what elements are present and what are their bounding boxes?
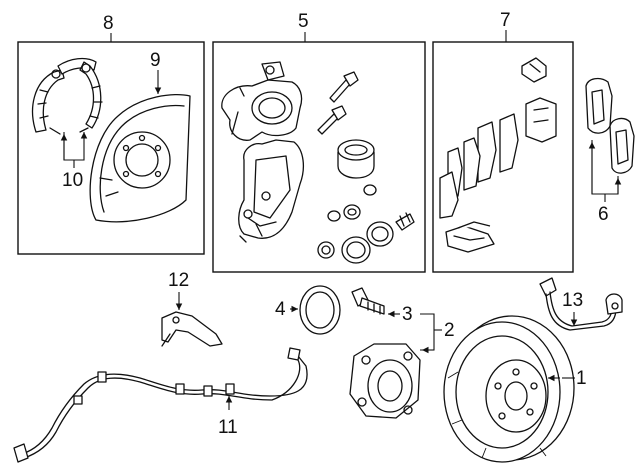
callout-10[interactable]: 10	[62, 170, 83, 191]
hub-bearing-assembly[interactable]	[349, 343, 421, 419]
callout-3[interactable]: 3	[402, 304, 413, 325]
hub-bolt[interactable]	[351, 287, 385, 315]
group-5-frame	[212, 41, 426, 273]
callout-7[interactable]: 7	[500, 10, 511, 31]
caliper-piston[interactable]	[337, 139, 375, 179]
callout-2[interactable]: 2	[444, 320, 455, 341]
brake-rotor[interactable]	[443, 315, 575, 463]
group-7-frame	[432, 41, 574, 273]
backing-plate[interactable]	[89, 93, 191, 223]
sensor-bracket[interactable]	[161, 311, 223, 347]
abs-sensor-harness[interactable]	[13, 347, 308, 463]
brake-hose[interactable]	[539, 277, 623, 331]
pad-hardware-kit[interactable]	[439, 57, 557, 253]
guide-pins[interactable]	[317, 71, 359, 135]
callout-12[interactable]: 12	[168, 270, 189, 291]
callout-8[interactable]: 8	[103, 13, 114, 34]
callout-1[interactable]: 1	[576, 368, 587, 389]
caliper-housing[interactable]	[221, 61, 303, 141]
brake-pads[interactable]	[585, 77, 635, 174]
hub-seal[interactable]	[299, 285, 341, 335]
callout-9[interactable]: 9	[150, 50, 161, 71]
callout-6[interactable]: 6	[598, 204, 609, 225]
callout-4[interactable]: 4	[275, 299, 286, 320]
brake-shoes[interactable]	[32, 57, 103, 135]
callout-5[interactable]: 5	[298, 11, 309, 32]
caliper-bracket[interactable]	[238, 139, 305, 243]
callout-11[interactable]: 11	[218, 417, 238, 438]
callout-13[interactable]: 13	[562, 290, 583, 311]
piston-seals[interactable]	[317, 184, 415, 264]
